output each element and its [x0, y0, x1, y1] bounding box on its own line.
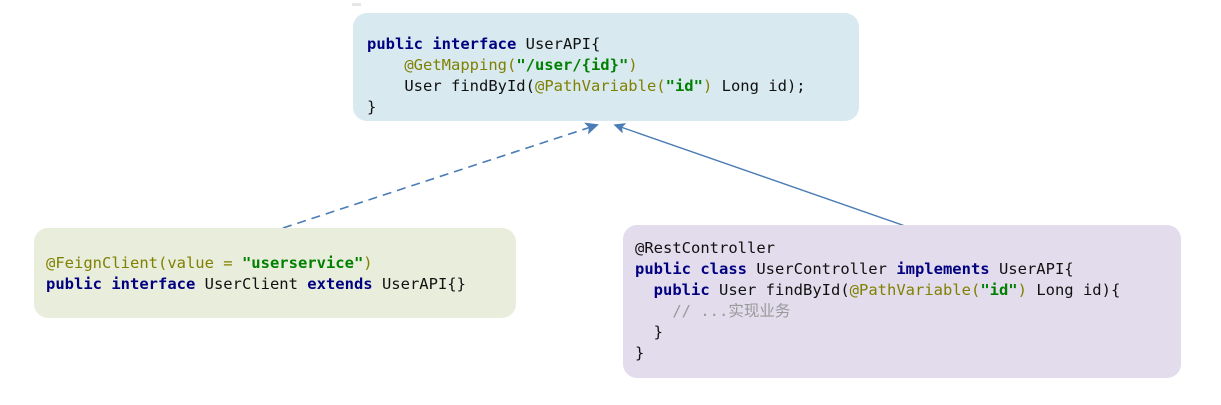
code-line: } [635, 322, 1181, 343]
code-line: public interface UserAPI{ [367, 34, 859, 55]
user-api-interface-box: public interface UserAPI{ @GetMapping("/… [353, 13, 859, 121]
code-token: public interface [46, 275, 205, 293]
code-token: public class [635, 260, 757, 278]
code-line: } [367, 97, 859, 118]
code-token: Long id){ [1026, 281, 1121, 299]
code-token: } [367, 98, 377, 116]
code-token: "id" [980, 281, 1018, 299]
code-token: @GetMapping( [404, 56, 517, 74]
arrow-client-extends-interface [282, 122, 599, 229]
arrow-controller-implements-interface [613, 123, 909, 228]
code-token: Long id); [712, 77, 806, 95]
code-token: ) [702, 77, 713, 95]
code-token: extends [307, 275, 382, 293]
code-token: @FeignClient(value = [46, 254, 242, 272]
user-client-feign-box: @FeignClient(value = "userservice")publi… [34, 228, 516, 318]
code-line: public interface UserClient extends User… [46, 274, 516, 295]
code-line: public User findById(@PathVariable("id")… [635, 280, 1181, 301]
code-token: UserAPI{} [381, 275, 466, 293]
code-token: UserAPI{ [998, 260, 1074, 278]
code-line: @RestController [635, 238, 1181, 259]
code-token: // ...实现业务 [672, 302, 791, 320]
code-token: @RestController [635, 239, 775, 257]
code-token: UserClient [204, 275, 308, 293]
code-token: ) [1017, 281, 1027, 299]
crop-artifact-mark [352, 3, 361, 6]
code-token: implements [896, 260, 999, 278]
code-token: "userservice" [241, 254, 364, 272]
code-line: public class UserController implements U… [635, 259, 1181, 280]
code-token: UserController [756, 260, 897, 278]
code-token: "/user/{id}" [516, 56, 629, 74]
code-token: ) [363, 254, 373, 272]
code-token: "id" [665, 77, 703, 95]
code-line: } [635, 343, 1181, 364]
code-token: public interface [367, 35, 526, 53]
code-token: @PathVariable( [534, 77, 666, 95]
code-token: } [635, 323, 663, 341]
code-token: ) [628, 56, 638, 74]
code-token: User findById( [367, 77, 535, 95]
code-token [367, 56, 404, 74]
code-token: User findById( [719, 281, 850, 299]
code-line: @FeignClient(value = "userservice") [46, 253, 516, 274]
user-controller-box: @RestController public class UserControll… [623, 225, 1181, 378]
code-token [635, 281, 654, 299]
code-token: } [635, 344, 645, 362]
code-line: @GetMapping("/user/{id}") [367, 55, 859, 76]
code-token [635, 302, 672, 320]
code-token: UserAPI{ [525, 35, 601, 53]
code-token: public [653, 281, 719, 299]
code-token: @PathVariable( [849, 281, 981, 299]
code-line: User findById(@PathVariable("id") Long i… [367, 76, 859, 97]
code-line: // ...实现业务 [635, 301, 1181, 322]
